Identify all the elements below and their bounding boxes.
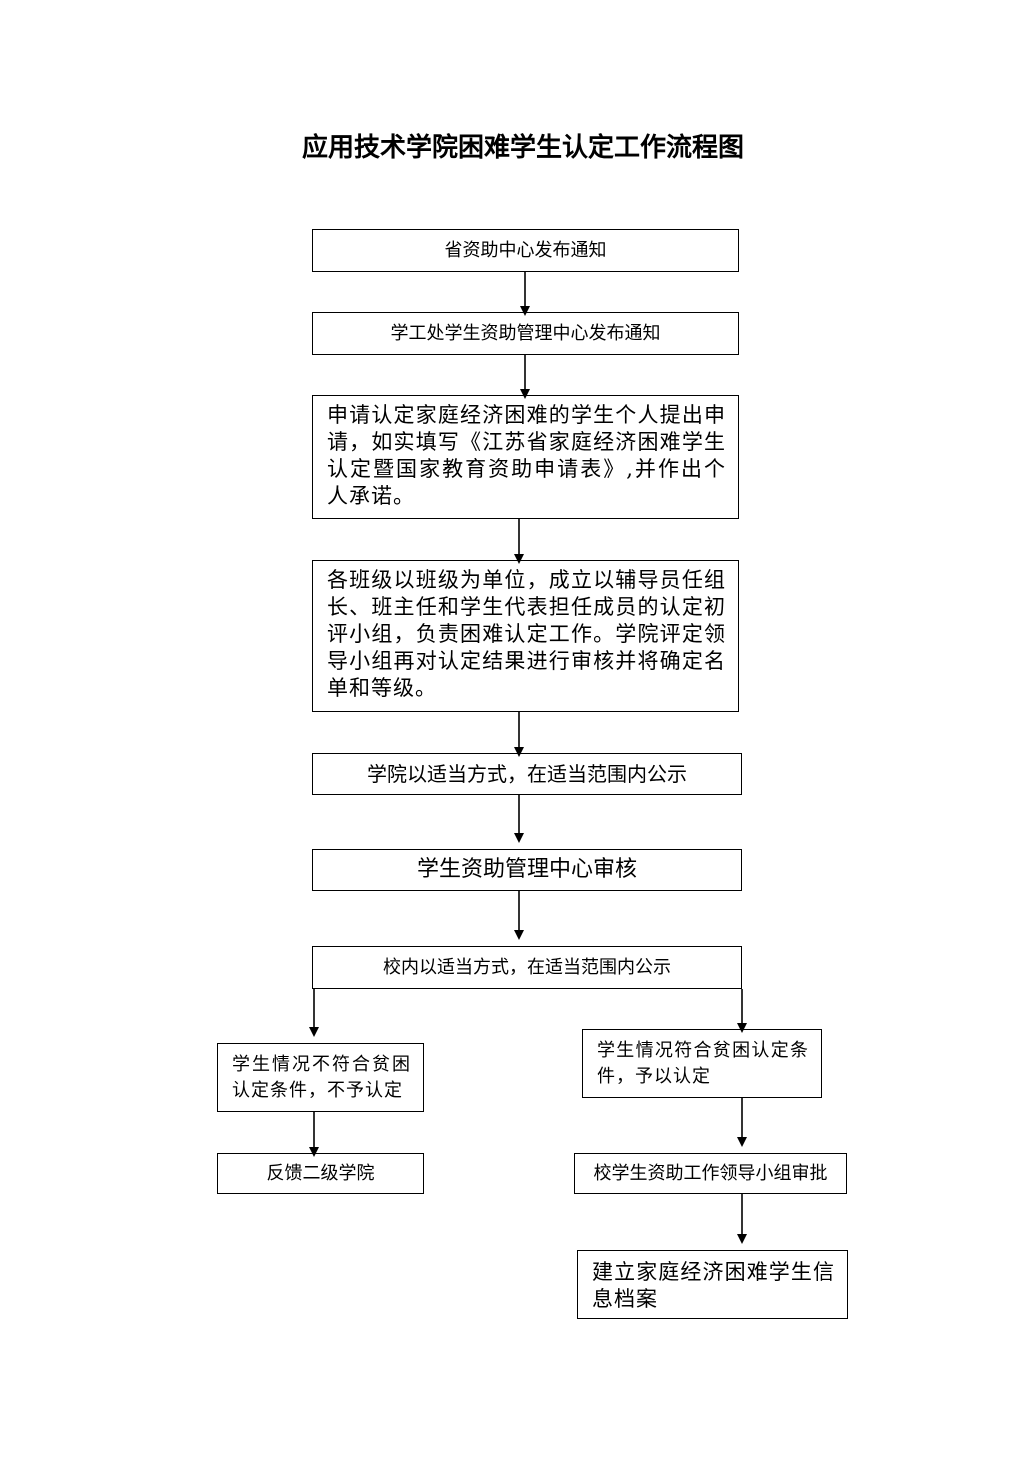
step-leader-approval: 校学生资助工作领导小组审批 (574, 1153, 847, 1194)
step-application: 申请认定家庭经济困难的学生个人提出申请，如实填写《江苏省家庭经济困难学生认定暨国… (312, 395, 739, 519)
step-provincial-notice: 省资助中心发布通知 (312, 229, 739, 272)
step-center-review: 学生资助管理中心审核 (312, 849, 742, 891)
page-title: 应用技术学院困难学生认定工作流程图 (301, 133, 744, 163)
step-school-notice: 学工处学生资助管理中心发布通知 (312, 312, 739, 355)
step-not-qualified: 学生情况不符合贫困认定条件，不予认定 (217, 1043, 424, 1112)
step-school-publicity: 校内以适当方式，在适当范围内公示 (312, 946, 742, 989)
step-college-publicity: 学院以适当方式，在适当范围内公示 (312, 753, 742, 795)
step-archive: 建立家庭经济困难学生信息档案 (577, 1250, 848, 1319)
step-class-review: 各班级以班级为单位，成立以辅导员任组长、班主任和学生代表担任成员的认定初评小组，… (312, 560, 739, 712)
step-qualified: 学生情况符合贫困认定条件，予以认定 (582, 1029, 822, 1098)
step-feedback: 反馈二级学院 (217, 1153, 424, 1194)
